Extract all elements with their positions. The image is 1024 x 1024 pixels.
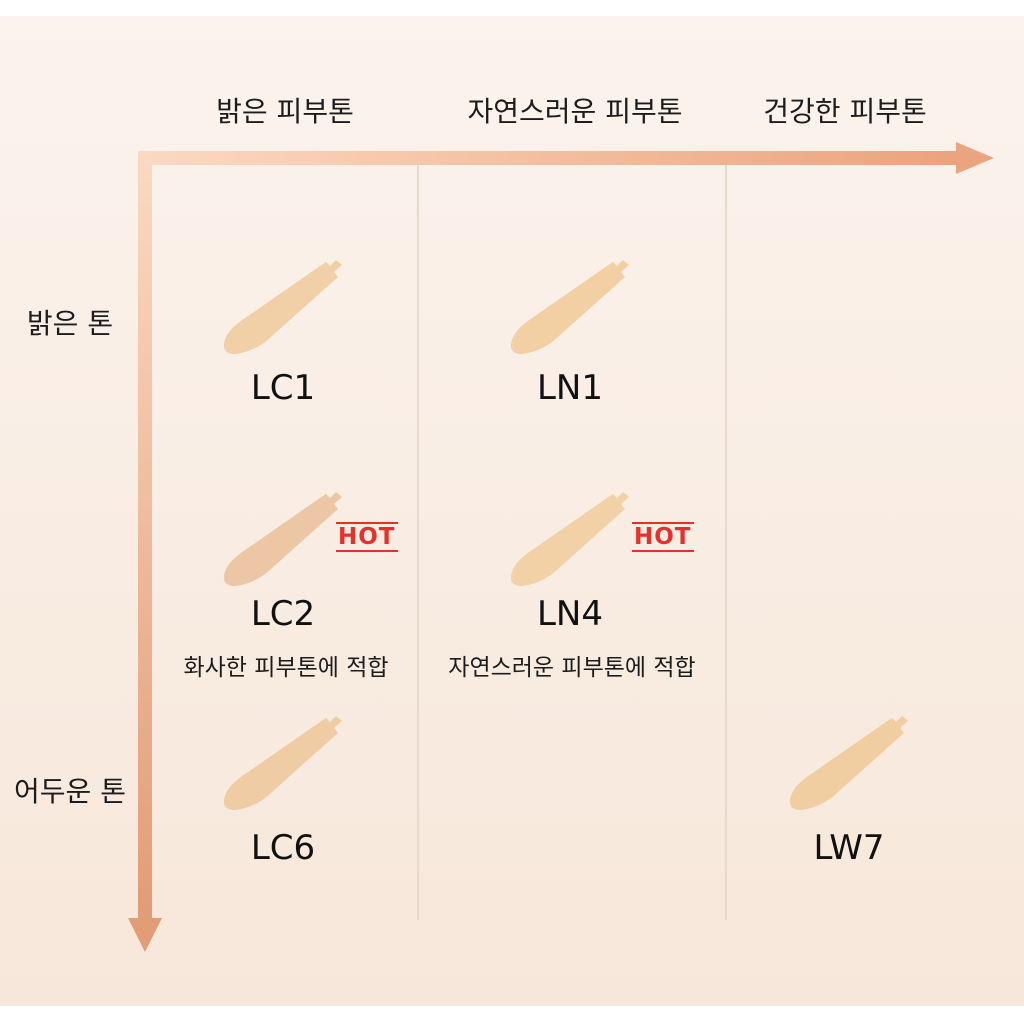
- swatch-stroke-lc6: [223, 716, 342, 810]
- swatch-stroke-lc1: [223, 260, 342, 354]
- shade-desc-lc2: 화사한 피부톤에 적합: [183, 655, 389, 681]
- vertical-axis: [138, 151, 152, 921]
- swatch-stroke-ln1: [510, 260, 629, 354]
- swatch-lc2: [218, 484, 348, 594]
- swatch-ln4: [505, 484, 635, 594]
- shade-code-lc1: LC1: [250, 368, 316, 408]
- swatch-lc6: [218, 708, 348, 818]
- shade-code-ln4: LN4: [536, 594, 603, 634]
- vertical-arrow-head: [128, 918, 162, 952]
- horizontal-arrow-head: [956, 142, 994, 174]
- swatch-stroke-lw7: [789, 716, 908, 810]
- column-header-light: 밝은 피부톤: [216, 95, 354, 128]
- column-header-natural: 자연스러운 피부톤: [467, 95, 683, 128]
- column-divider-1: [417, 152, 419, 920]
- shade-code-ln1: LN1: [536, 368, 603, 408]
- shade-desc-ln4: 자연스러운 피부톤에 적합: [448, 655, 696, 681]
- column-header-healthy: 건강한 피부톤: [763, 95, 927, 128]
- chart-panel: [0, 16, 1024, 1006]
- swatch-stroke-lc2: [223, 492, 342, 586]
- row-header-dark: 어두운 톤: [14, 775, 126, 808]
- horizontal-axis: [138, 151, 960, 165]
- column-divider-2: [725, 152, 727, 920]
- hot-badge-lc2: HOT: [336, 522, 398, 552]
- shade-code-lw7: LW7: [813, 828, 885, 868]
- hot-badge-ln4: HOT: [632, 522, 694, 552]
- swatch-ln1: [505, 252, 635, 362]
- row-header-light: 밝은 톤: [26, 307, 114, 340]
- shade-code-lc2: LC2: [250, 594, 316, 634]
- shade-code-lc6: LC6: [250, 828, 316, 868]
- swatch-lw7: [784, 708, 914, 818]
- swatch-stroke-ln4: [510, 492, 629, 586]
- swatch-lc1: [218, 252, 348, 362]
